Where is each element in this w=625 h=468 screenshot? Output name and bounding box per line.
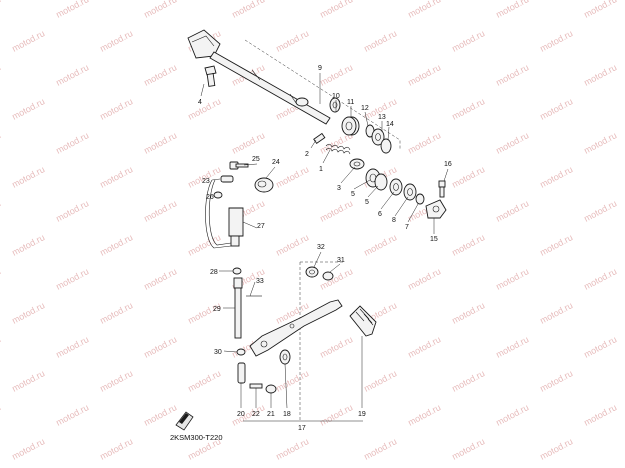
joint-20 <box>237 362 246 384</box>
callout-23: 23 <box>202 178 210 185</box>
spring-1 <box>325 143 351 155</box>
shift-shaft <box>187 29 331 125</box>
callout-5a: 5 <box>351 191 355 198</box>
callout-32: 32 <box>317 244 325 251</box>
callout-9: 9 <box>318 65 322 72</box>
callout-33: 33 <box>256 278 264 285</box>
washer-3 <box>349 158 365 170</box>
callout-31: 31 <box>337 257 345 264</box>
callout-16: 16 <box>444 161 452 168</box>
callout-2: 2 <box>305 151 309 158</box>
collar-18 <box>279 349 291 365</box>
shift-pedal <box>249 299 343 357</box>
clip-14 <box>380 138 392 154</box>
callout-19: 19 <box>358 411 366 418</box>
callout-18: 18 <box>283 411 291 418</box>
washer-8 <box>403 183 417 201</box>
callout-12: 12 <box>361 105 369 112</box>
callout-26: 26 <box>206 194 214 201</box>
clip-7 <box>415 193 425 205</box>
bolt-4 <box>204 65 217 87</box>
callout-5b: 5 <box>365 199 369 206</box>
callout-22: 22 <box>252 411 260 418</box>
rod-29 <box>233 277 243 339</box>
callout-8: 8 <box>392 217 396 224</box>
callout-1: 1 <box>319 166 323 173</box>
bolt-16 <box>438 180 446 198</box>
diagram-code: 2KSM300-T220 <box>170 433 223 442</box>
collar-10 <box>329 97 341 113</box>
collar-32 <box>305 266 319 278</box>
bolt-2 <box>313 132 326 144</box>
callout-4: 4 <box>198 99 202 106</box>
switch-27 <box>205 179 244 249</box>
callout-20: 20 <box>237 411 245 418</box>
callout-10: 10 <box>332 93 340 100</box>
callout-13: 13 <box>378 114 386 121</box>
nut-30 <box>236 348 246 356</box>
callout-28: 28 <box>210 269 218 276</box>
lever-15 <box>425 199 447 219</box>
callout-27: 27 <box>257 223 265 230</box>
callout-29: 29 <box>213 306 221 313</box>
bolt-22 <box>249 383 263 389</box>
callout-25: 25 <box>252 156 260 163</box>
callout-labels: 9 4 10 11 12 13 14 2 1 3 5 5 6 8 7 16 15… <box>198 65 452 432</box>
leader-lines <box>200 73 449 422</box>
callout-24: 24 <box>272 159 280 166</box>
fitting-23 <box>220 175 234 183</box>
fwd-arrow-icon <box>175 411 194 431</box>
washer-26 <box>213 191 223 199</box>
callout-14: 14 <box>386 121 394 128</box>
washer-6 <box>389 178 403 196</box>
seal-11 <box>341 116 360 136</box>
callout-6: 6 <box>378 211 382 218</box>
callout-3: 3 <box>337 185 341 192</box>
callout-15: 15 <box>430 236 438 243</box>
frame-upper <box>244 39 401 150</box>
nut-21 <box>265 384 277 394</box>
callout-30: 30 <box>214 349 222 356</box>
callout-11: 11 <box>347 99 354 106</box>
bolt-25 <box>229 161 249 170</box>
footrest-rubber-19 <box>349 305 377 337</box>
cap-24 <box>254 177 274 193</box>
callout-7: 7 <box>405 224 409 231</box>
callout-21: 21 <box>267 411 275 418</box>
washer-13 <box>371 128 385 146</box>
seal-31 <box>322 271 334 281</box>
callout-17: 17 <box>298 425 306 432</box>
nut-28 <box>232 267 242 275</box>
